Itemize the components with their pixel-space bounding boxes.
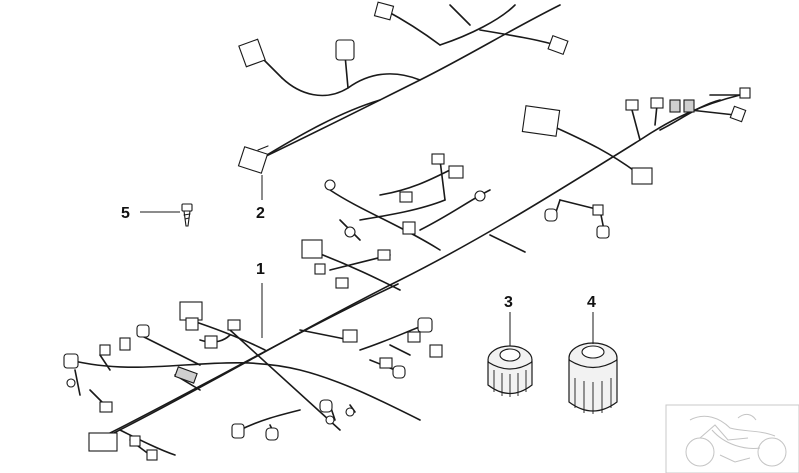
bolt-icon[interactable]: [181, 203, 193, 227]
wiring-harness-2[interactable]: [237, 1, 569, 174]
wiring-harness-1[interactable]: [63, 87, 751, 461]
leader-lines: [140, 175, 594, 346]
part-label-5: 5: [121, 205, 130, 222]
part-label-2: 2: [256, 205, 265, 222]
part-label-3: 3: [504, 294, 513, 311]
part-label-1: 1: [256, 261, 265, 278]
motorcycle-thumbnail-icon: [665, 404, 799, 473]
part-label-4: 4: [587, 294, 596, 311]
cap-icon[interactable]: [487, 345, 533, 397]
large-cap-icon[interactable]: [568, 342, 618, 414]
